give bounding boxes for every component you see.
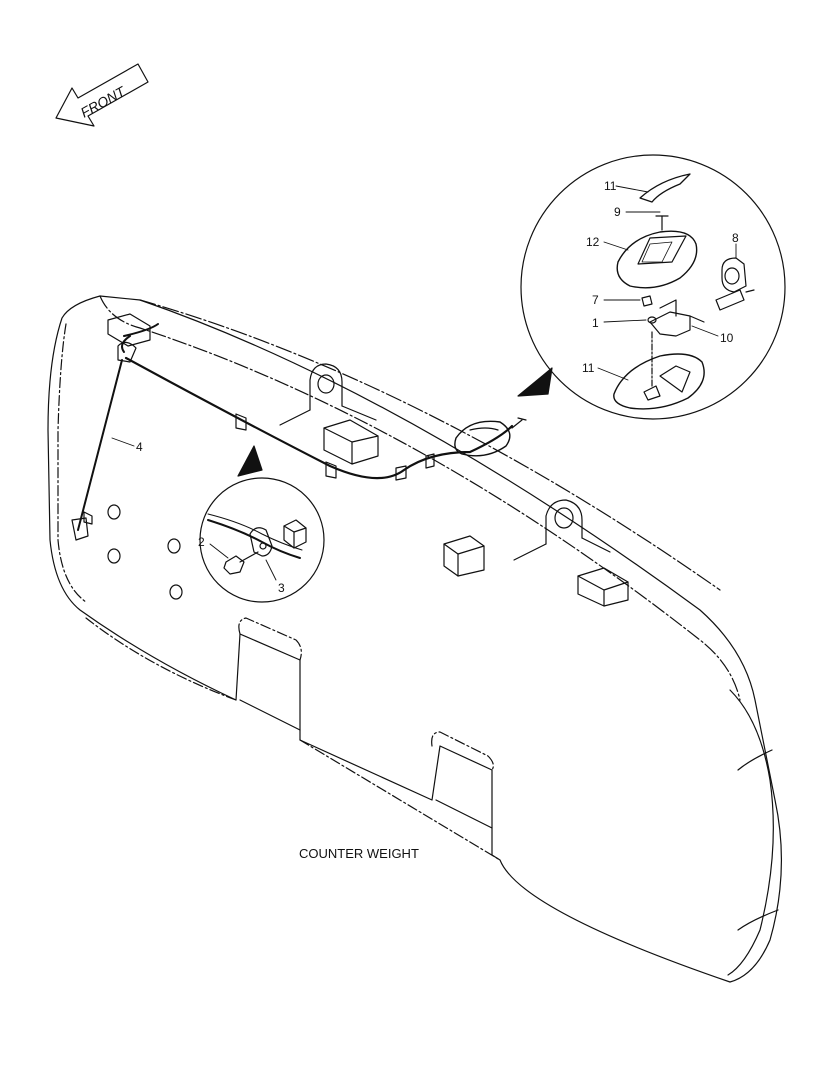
counterweight-body bbox=[47, 295, 783, 983]
callout-10: 10 bbox=[720, 331, 734, 345]
mounting-block-1 bbox=[323, 419, 379, 465]
detail-circle-clamp bbox=[199, 477, 325, 603]
callout-6: 7 bbox=[592, 293, 599, 307]
lifting-lug-right bbox=[513, 499, 611, 561]
callout-1: 1 bbox=[592, 316, 599, 330]
mounting-block-4 bbox=[107, 313, 151, 347]
mounting-block-3 bbox=[577, 567, 629, 607]
wire-harness bbox=[71, 323, 527, 541]
callout-labels: 11 9 12 8 7 1 10 11 4 2 3 bbox=[136, 179, 739, 595]
boss-holes bbox=[83, 504, 183, 600]
mounting-block-2 bbox=[443, 535, 485, 577]
callout-7: 9 bbox=[614, 205, 621, 219]
callout-12: 12 bbox=[586, 235, 600, 249]
diagram-caption: COUNTER WEIGHT bbox=[299, 846, 419, 861]
callout-9: 11 bbox=[604, 179, 617, 193]
pointer-detail-lamp bbox=[517, 367, 553, 397]
callout-11: 11 bbox=[582, 361, 595, 375]
callout-3: 3 bbox=[278, 581, 285, 595]
leader-lines bbox=[111, 185, 737, 581]
detail-circle-lamp bbox=[520, 154, 786, 420]
callout-2: 2 bbox=[198, 535, 205, 549]
callout-8: 8 bbox=[732, 231, 739, 245]
front-label: FRONT bbox=[78, 83, 129, 121]
pointer-detail-clamp bbox=[237, 445, 263, 477]
front-arrow bbox=[55, 63, 149, 127]
lamp-assembly-installed bbox=[454, 420, 511, 457]
callout-4: 4 bbox=[136, 440, 143, 454]
lifting-lug-left bbox=[279, 363, 377, 426]
